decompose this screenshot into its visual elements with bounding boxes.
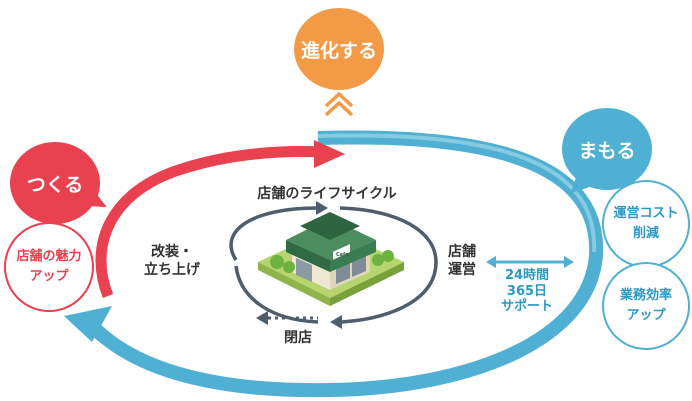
benefit-create-circle: 店舗の魅力 アップ bbox=[4, 222, 94, 312]
stage-close: 閉店 bbox=[284, 330, 312, 346]
benefit-cost-circle: 運営コスト 削減 bbox=[602, 180, 690, 268]
shop-illustration bbox=[258, 212, 404, 306]
support-label: 24時間 365日 サポート bbox=[500, 268, 553, 315]
stage-build: 改装・ 立ち上げ bbox=[144, 244, 200, 278]
shop-sign-label: Cafe bbox=[336, 252, 349, 258]
protect-badge: まもる bbox=[562, 108, 652, 190]
support-arrow-right bbox=[564, 256, 574, 268]
benefit-create-text: 店舗の魅力 アップ bbox=[16, 248, 82, 284]
inner-arrow-bottom bbox=[330, 315, 342, 329]
up-chevron-icon bbox=[324, 91, 354, 108]
protect-label: まもる bbox=[578, 139, 636, 162]
blue-cycle-arc-highlight bbox=[317, 133, 597, 253]
red-cycle-arc bbox=[95, 146, 323, 299]
stage-operate: 店舗 運営 bbox=[448, 244, 476, 278]
closing-arrow bbox=[256, 311, 268, 325]
red-arrowhead bbox=[314, 140, 345, 168]
blue-cycle-arc bbox=[79, 130, 604, 398]
inner-ring-right bbox=[339, 206, 438, 324]
evolve-label: 進化する bbox=[300, 39, 377, 62]
shop-sign-plate bbox=[333, 244, 350, 260]
inner-ring-top bbox=[229, 206, 319, 261]
inner-arrow-top bbox=[316, 201, 328, 215]
support-arrow-left bbox=[486, 256, 496, 268]
benefit-efficiency-text: 業務効率 アップ bbox=[619, 287, 672, 323]
blue-arrowhead bbox=[64, 306, 112, 342]
benefit-cost-text: 運営コスト 削減 bbox=[613, 205, 679, 241]
lifecycle-title: 店舗のライフサイクル bbox=[257, 186, 397, 202]
evolve-badge: 進化する bbox=[294, 8, 384, 90]
inner-ring-left bbox=[234, 265, 319, 324]
benefit-efficiency-circle: 業務効率 アップ bbox=[602, 262, 690, 350]
create-badge: つくる bbox=[10, 142, 100, 224]
create-label: つくる bbox=[26, 173, 84, 196]
up-chevron-icon-2 bbox=[324, 100, 354, 117]
